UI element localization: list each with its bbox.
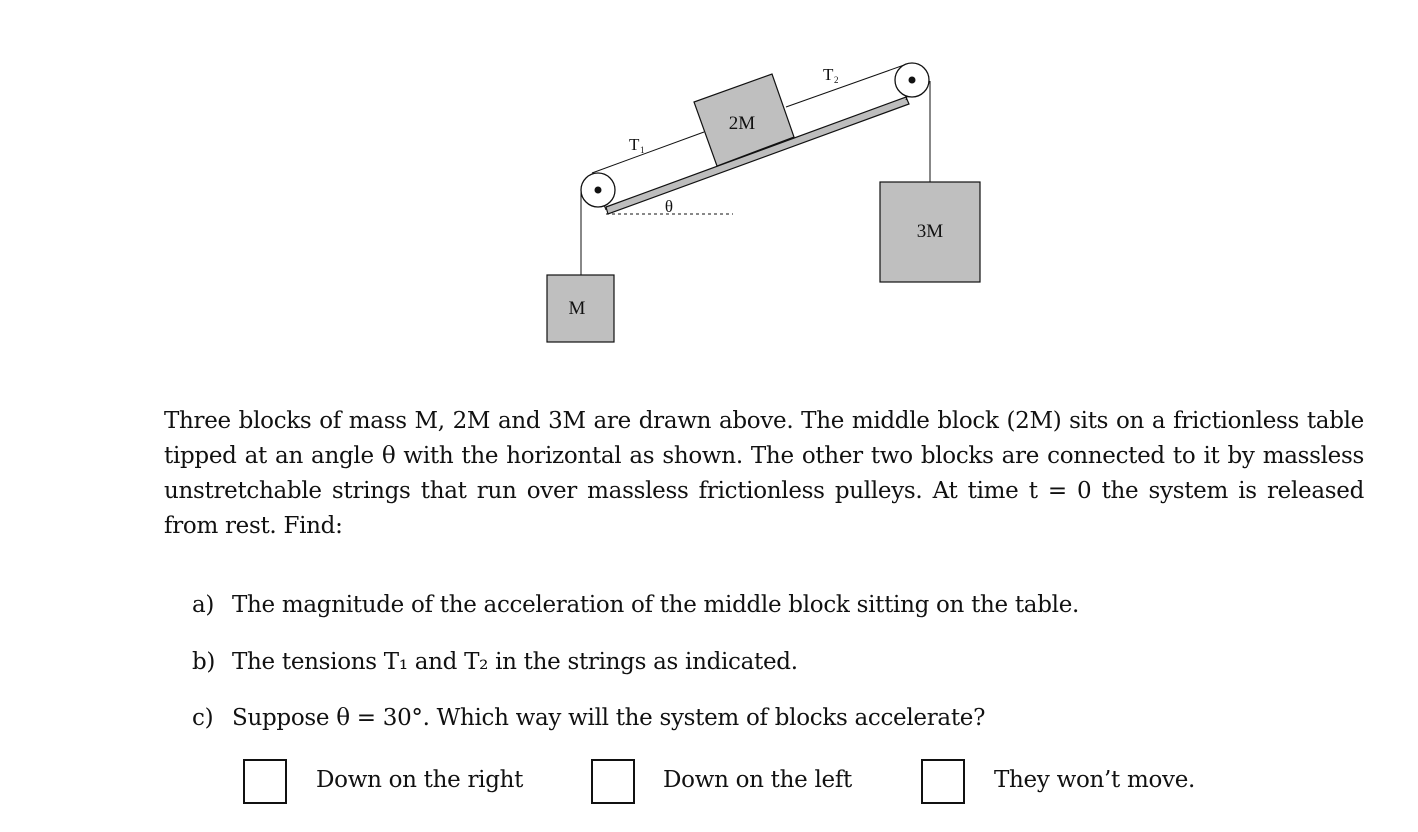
choice-label-wont-move: They won’t move. [994, 767, 1196, 793]
checkbox-down-on-left[interactable] [591, 759, 635, 804]
question-b-text: The tensions T₁ and T₂ in the strings as… [232, 649, 798, 675]
block-m [546, 274, 615, 343]
checkbox-wont-move[interactable] [921, 759, 965, 804]
choice-label-down-on-left: Down on the left [663, 767, 852, 793]
angle-label: θ [665, 197, 673, 216]
block-2m [693, 73, 795, 167]
question-a: a) The magnitude of the acceleration of t… [192, 592, 1079, 618]
block-3m [879, 181, 981, 283]
tension-2-subscript: 2 [834, 75, 839, 85]
tension-2-label: T [823, 65, 834, 84]
inclined-table [605, 96, 910, 215]
question-c-tag: c) [192, 705, 214, 731]
block-3m-label: 3M [917, 221, 944, 242]
string-t2 [785, 63, 908, 108]
problem-statement: Three blocks of mass M, 2M and 3M are dr… [164, 408, 1364, 539]
checkbox-down-on-right[interactable] [243, 759, 287, 804]
question-b: b) The tensions T₁ and T₂ in the strings … [192, 649, 798, 675]
question-c: c) Suppose θ = 30°. Which way will the sy… [192, 705, 985, 731]
tension-1-subscript: 1 [640, 145, 645, 155]
tension-1-label: T [629, 135, 640, 154]
question-a-text: The magnitude of the acceleration of the… [232, 592, 1080, 618]
block-m-label: M [569, 298, 586, 319]
question-c-text: Suppose θ = 30°. Which way will the syst… [232, 705, 986, 731]
question-b-tag: b) [192, 649, 216, 675]
question-a-tag: a) [192, 592, 215, 618]
choice-label-down-on-right: Down on the right [316, 767, 524, 793]
block-2m-label: 2M [729, 113, 756, 134]
right-pulley-axle [908, 76, 916, 84]
left-pulley-axle [594, 186, 602, 194]
pulley-diagram: 2M M 3M T 1 T 2 θ [546, 62, 981, 343]
string-t1 [591, 131, 705, 174]
